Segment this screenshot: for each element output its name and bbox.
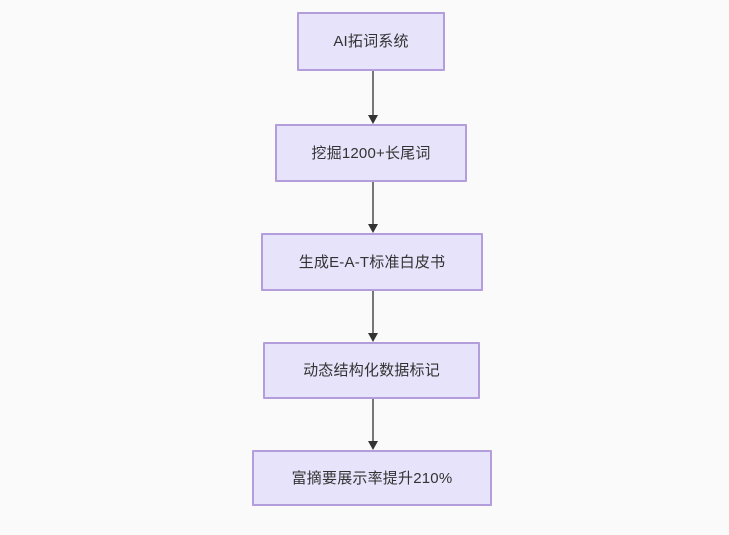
connector-line (372, 182, 374, 224)
flow-node-generate-eat-whitepaper[interactable]: 生成E-A-T标准白皮书 (261, 233, 483, 291)
connector-line (372, 399, 374, 441)
flow-node-rich-snippet-impression-lift[interactable]: 富摘要展示率提升210% (252, 450, 492, 506)
flow-node-mine-longtail-keywords[interactable]: 挖掘1200+长尾词 (275, 124, 467, 182)
connector-line (372, 71, 374, 115)
connector-line (372, 291, 374, 333)
arrowhead-icon (367, 224, 378, 233)
arrowhead-icon (367, 333, 378, 342)
arrowhead-icon (367, 441, 378, 450)
flow-node-label: 挖掘1200+长尾词 (311, 144, 431, 162)
flow-node-ai-keyword-system[interactable]: AI拓词系统 (297, 12, 445, 71)
flow-node-label: AI拓词系统 (333, 33, 409, 50)
flow-node-label: 富摘要展示率提升210% (291, 469, 453, 487)
arrowhead-icon (367, 115, 378, 124)
flow-node-label: 生成E-A-T标准白皮书 (298, 253, 446, 271)
flow-node-label: 动态结构化数据标记 (303, 362, 440, 379)
flow-node-dynamic-structured-data-markup[interactable]: 动态结构化数据标记 (263, 342, 480, 399)
